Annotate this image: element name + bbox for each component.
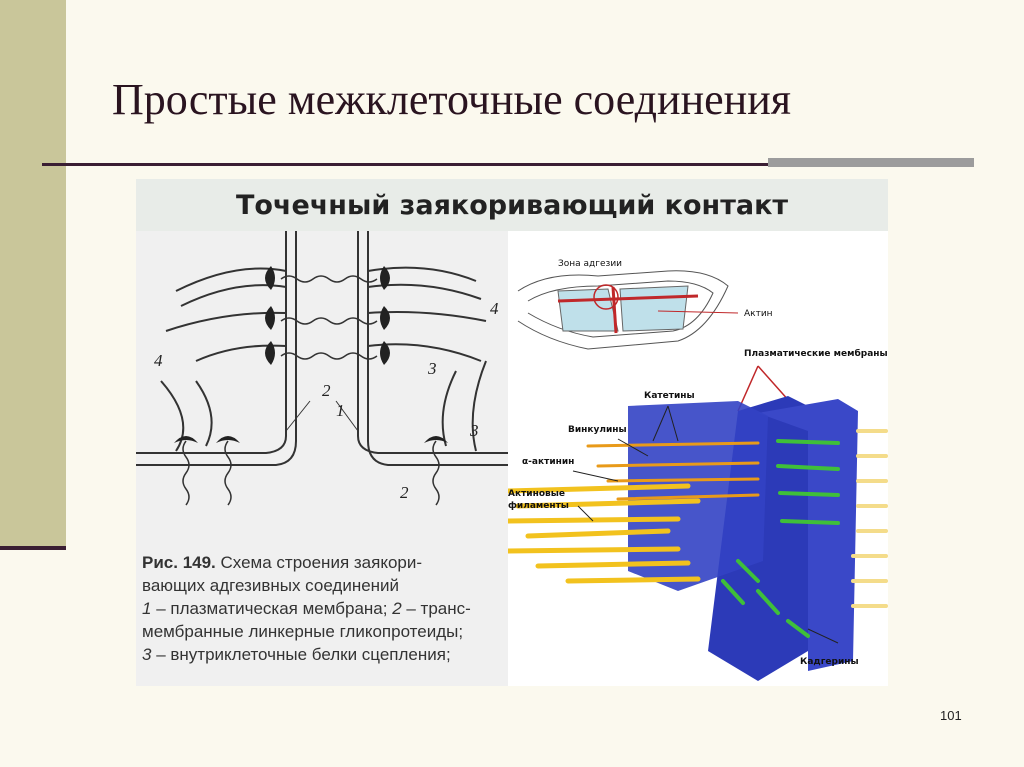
illustration-drawing <box>505 270 888 681</box>
title-rule <box>42 163 768 166</box>
schematic-number: 2 <box>322 381 331 400</box>
figure: Точечный заякоривающий контакт <box>136 179 888 686</box>
caption-line: вающих адгезивных соединений <box>142 576 400 595</box>
schematic-number: 3 <box>470 421 479 440</box>
label-alpha-actinin: α-актинин <box>522 457 575 467</box>
caption-line: – транс- <box>401 599 471 618</box>
label-plasma-membranes: Плазматические мембраны <box>744 349 888 359</box>
label-vinculins: Винкулины <box>568 425 627 435</box>
schematic-number: 3 <box>428 359 437 378</box>
page-number: 101 <box>940 708 962 723</box>
figure-heading-bar: Точечный заякоривающий контакт <box>136 179 888 231</box>
label-cadherins: Кадгерины <box>800 657 859 667</box>
caption-line: – внутриклеточные белки сцепления; <box>151 645 451 664</box>
schematic-number: 4 <box>490 299 499 318</box>
caption-line: мембранные линкерные гликопротеиды; <box>142 622 464 641</box>
figure-caption: Рис. 149. Схема строения заякори- вающих… <box>142 551 504 666</box>
caption-number: 2 <box>392 599 402 618</box>
slide-title: Простые межклеточные соединения <box>112 75 791 124</box>
figure-number: Рис. 149. <box>142 553 216 572</box>
caption-number: 1 <box>142 599 152 618</box>
schematic-number: 4 <box>154 351 163 370</box>
label-catenins: Катетины <box>644 391 695 401</box>
caption-number: 3 <box>142 645 152 664</box>
caption-line: – плазматическая мембрана; <box>151 599 393 618</box>
label-actin-filaments: Актиновые <box>508 489 565 499</box>
label-actin-filaments: филаменты <box>508 501 569 511</box>
title-rule-accent <box>768 158 974 167</box>
label-actin: Актин <box>744 309 773 319</box>
sidebar-accent <box>0 0 66 546</box>
schematic-drawing <box>136 231 508 506</box>
caption-line: Схема строения заякори- <box>215 553 423 572</box>
sidebar-underline <box>0 546 66 550</box>
schematic-number: 2 <box>400 483 409 502</box>
schematic-number: 1 <box>336 401 345 420</box>
label-adhesion-zone: Зона адгезии <box>558 259 623 269</box>
illustration-panel: Зона адгезии Актин Плазматические мембра… <box>505 231 888 686</box>
schematic-panel: 4 2 1 3 3 4 2 Рис. 149. Схема строения з… <box>136 231 508 686</box>
figure-heading: Точечный заякоривающий контакт <box>235 189 789 221</box>
